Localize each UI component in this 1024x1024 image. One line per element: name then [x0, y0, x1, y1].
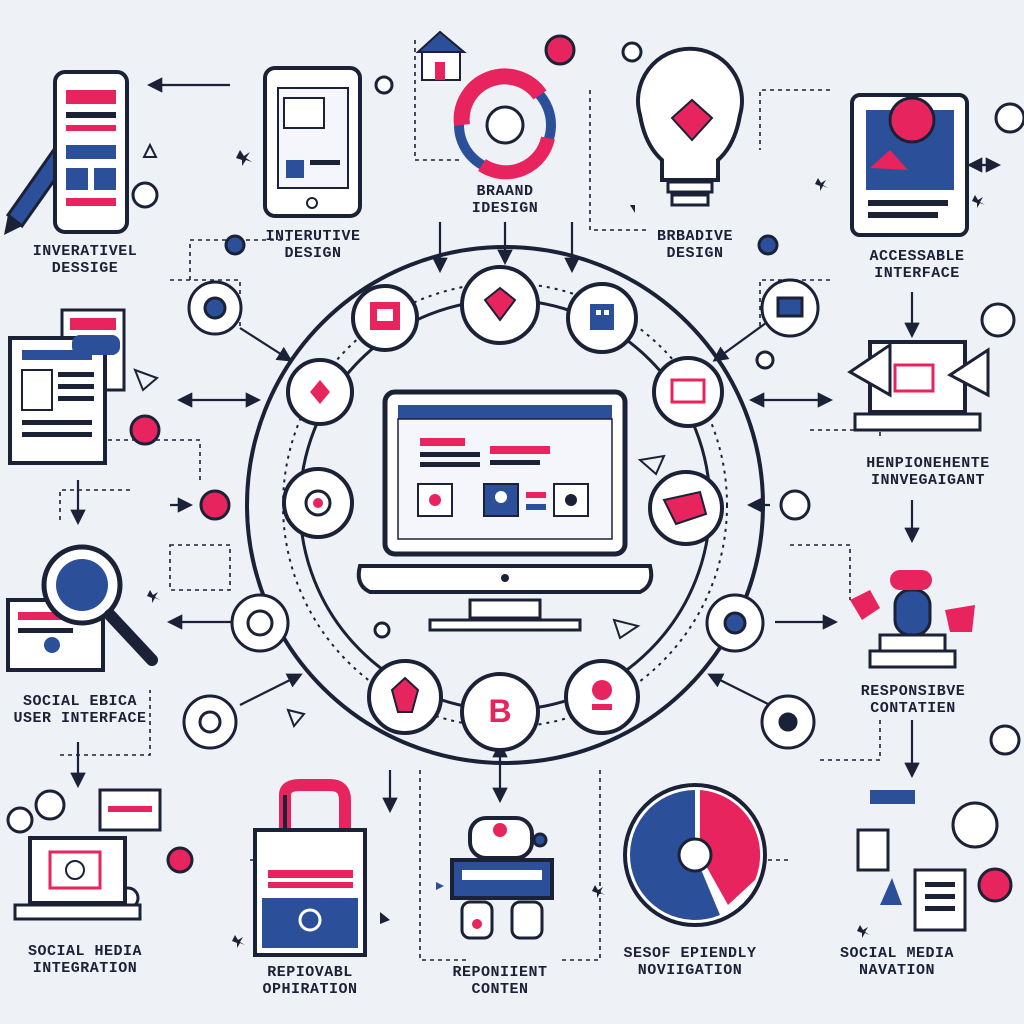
- documents-icon: [10, 310, 124, 463]
- phone-layout-icon: [55, 72, 127, 232]
- monitor-icon: [858, 790, 997, 930]
- monitor-icon: [359, 392, 652, 630]
- bag-icon: [255, 785, 365, 955]
- magnifier-icon: [8, 547, 152, 670]
- house-icon: [418, 32, 464, 80]
- laptop-icon: [850, 342, 988, 430]
- pie-chart-icon: [625, 785, 765, 925]
- tablet-chat-icon: [852, 95, 967, 235]
- tablet-icon: [265, 68, 360, 216]
- refresh-cycle-icon: [459, 76, 551, 172]
- lightbulb-icon: [638, 49, 742, 205]
- svg-text:B: B: [488, 693, 511, 729]
- podium-icon: [850, 570, 975, 667]
